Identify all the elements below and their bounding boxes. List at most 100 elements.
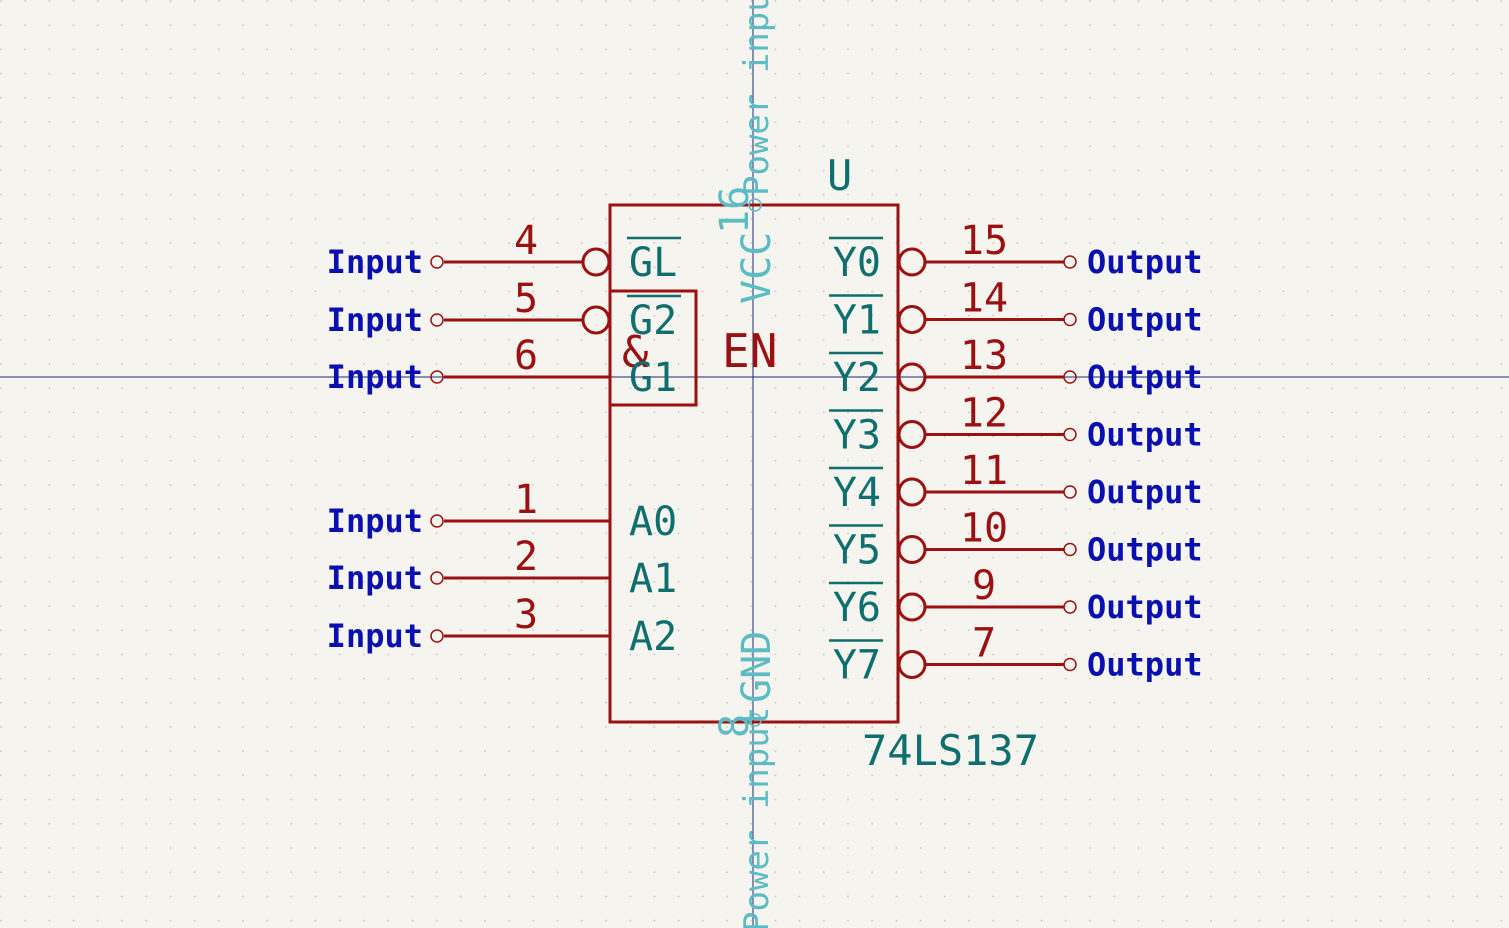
pin-connection-point[interactable] — [1063, 255, 1077, 269]
pin-connection-point[interactable] — [1063, 370, 1077, 384]
pin-y1[interactable]: 14 Y1 Output — [829, 276, 1203, 344]
reference-designator[interactable]: U — [827, 151, 852, 200]
pin-y2[interactable]: 13 Y2 Output — [829, 333, 1203, 401]
pin-name: Y0 — [833, 240, 881, 286]
pin-g1[interactable]: 6 G1 Input — [327, 333, 678, 401]
inversion-bubble — [897, 535, 927, 564]
pin-connection-point[interactable] — [430, 370, 444, 384]
pin-name: Y7 — [833, 643, 881, 689]
pin-connection-point[interactable] — [430, 255, 444, 269]
inversion-bubble — [897, 305, 927, 334]
pin-name: Y6 — [833, 585, 881, 631]
pin-name: G2 — [629, 298, 677, 344]
en-label: EN — [722, 324, 777, 378]
pin-number: 9 — [972, 563, 996, 609]
pin-a2[interactable]: 3 A2 Input — [327, 592, 678, 660]
pin-connection-point[interactable] — [1063, 657, 1077, 672]
pin-number: 3 — [514, 592, 538, 638]
electrical-type-label: Power input — [737, 707, 777, 928]
inversion-bubble — [581, 247, 611, 277]
pin-connection-point[interactable] — [748, 713, 762, 727]
electrical-type-label: Output — [1087, 358, 1203, 396]
electrical-type-label: Input — [327, 301, 423, 339]
electrical-type-label: Input — [327, 559, 423, 597]
pin-y6[interactable]: 9 Y6 Output — [829, 563, 1203, 631]
electrical-type-label: Input — [327, 502, 423, 540]
inversion-bubble — [581, 305, 611, 335]
pin-name: Y5 — [833, 528, 881, 574]
electrical-type-label: Output — [1087, 473, 1203, 511]
pin-y4[interactable]: 11 Y4 Output — [829, 448, 1203, 516]
pin-connection-point[interactable] — [1063, 542, 1077, 557]
pin-connection-point[interactable] — [1063, 485, 1077, 499]
pin-connection-point[interactable] — [430, 629, 444, 643]
pin-connection-point[interactable] — [1063, 312, 1077, 327]
electrical-type-label: Output — [1087, 531, 1203, 569]
inversion-bubble — [897, 477, 927, 507]
pin-connection-point[interactable] — [748, 198, 762, 212]
pin-name: GL — [629, 240, 677, 286]
and-label: & — [622, 327, 649, 378]
pin-number: 14 — [960, 276, 1008, 322]
electrical-type-label: Power input — [737, 0, 777, 196]
pin-connection-point[interactable] — [1063, 427, 1077, 442]
pin-y7[interactable]: 7 Y7 Output — [829, 621, 1203, 689]
pin-name: Y2 — [833, 355, 881, 401]
pin-gl[interactable]: 4 GL Input — [327, 218, 681, 286]
pin-name: VCC — [734, 232, 780, 304]
pin-y3[interactable]: 12 Y3 Output — [829, 391, 1203, 459]
pin-number: 1 — [514, 477, 538, 523]
pin-number: 6 — [514, 333, 538, 379]
pin-number: 15 — [960, 218, 1008, 264]
inversion-bubble — [897, 247, 927, 277]
pin-number: 8 — [712, 714, 758, 738]
pin-name: Y4 — [833, 470, 881, 516]
pin-a1[interactable]: 2 A1 Input — [327, 534, 678, 602]
pin-connection-point[interactable] — [1063, 600, 1077, 614]
electrical-type-label: Output — [1087, 301, 1203, 339]
pin-name: Y3 — [833, 413, 881, 459]
pin-connection-point[interactable] — [430, 514, 444, 528]
electrical-type-label: Output — [1087, 416, 1203, 454]
pin-connection-point[interactable] — [430, 571, 444, 585]
pin-number: 2 — [514, 534, 538, 580]
electrical-type-label: Input — [327, 243, 423, 281]
electrical-type-label: Input — [327, 617, 423, 655]
pin-name: A2 — [629, 614, 677, 660]
pin-number: 5 — [514, 276, 538, 322]
pin-a0[interactable]: 1 A0 Input — [327, 477, 678, 545]
pin-name: GND — [734, 631, 780, 703]
pin-name: Y1 — [833, 298, 881, 344]
electrical-type-label: Input — [327, 358, 423, 396]
electrical-type-label: Output — [1087, 588, 1203, 626]
pin-number: 11 — [960, 448, 1008, 494]
inversion-bubble — [897, 650, 927, 679]
pin-name: A1 — [629, 556, 677, 602]
symbol-body[interactable] — [608, 203, 900, 724]
pin-number: 13 — [960, 333, 1008, 379]
electrical-type-label: Output — [1087, 646, 1203, 684]
pin-number: 7 — [972, 621, 996, 667]
and-gate-box — [608, 289, 698, 407]
pin-g2[interactable]: 5 G2 Input — [327, 276, 681, 344]
pin-connection-point[interactable] — [430, 313, 444, 327]
pin-y5[interactable]: 10 Y5 Output — [829, 506, 1203, 574]
pin-name: A0 — [629, 499, 677, 545]
pin-name: G1 — [629, 355, 677, 401]
value-field[interactable]: 74LS137 — [862, 726, 1039, 775]
pin-number: 12 — [960, 391, 1008, 437]
pin-number: 16 — [712, 186, 758, 234]
pin-number: 4 — [514, 218, 538, 264]
inversion-bubble — [897, 362, 927, 392]
pin-number: 10 — [960, 506, 1008, 552]
inversion-bubble — [897, 592, 927, 622]
inversion-bubble — [897, 420, 927, 449]
